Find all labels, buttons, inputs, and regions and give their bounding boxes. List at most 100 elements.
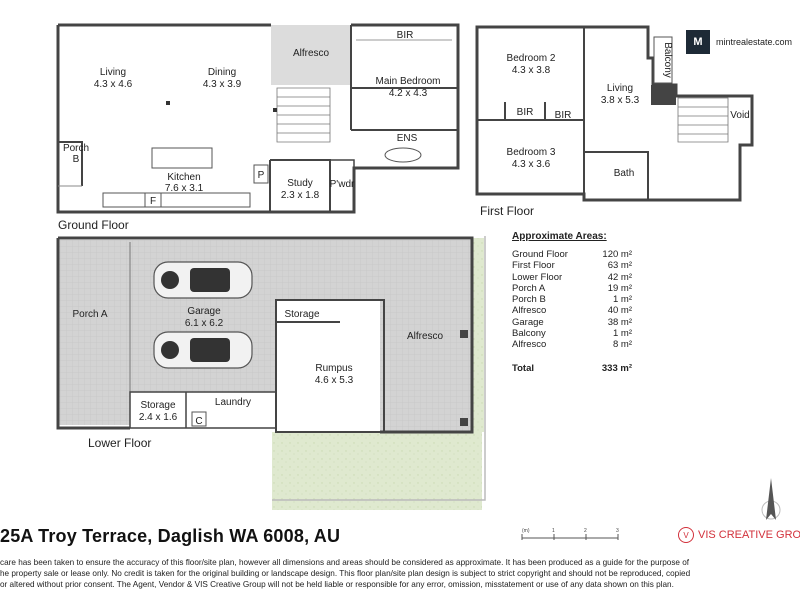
- ground-floor-plan: [56, 23, 460, 214]
- living-ff-dims: 3.8 x 5.3: [601, 95, 640, 106]
- room-labels: Living 4.3 x 4.6 Dining 4.3 x 3.9 Alfres…: [58, 30, 750, 450]
- cupboard-box: [191, 411, 207, 427]
- garage-label: Garage: [187, 306, 221, 317]
- rumpus-label: Rumpus: [315, 363, 352, 374]
- north-arrow-icon: [761, 478, 781, 520]
- alfresco-lf-paving: [380, 240, 472, 432]
- column-4: [460, 418, 468, 426]
- kitchen-island: [151, 147, 213, 169]
- balcony-label: Balcony: [662, 42, 673, 78]
- balcony-box: [653, 36, 673, 84]
- alfresco-lf-label: Alfresco: [407, 331, 444, 342]
- fridge-label: F: [150, 196, 156, 207]
- alfresco-gf-deck: [271, 25, 351, 85]
- void-label: Void: [730, 110, 749, 121]
- stair-gf: [276, 87, 331, 143]
- fridge-box: [144, 192, 162, 208]
- column-1: [166, 101, 170, 105]
- bir-main-label: BIR: [397, 30, 414, 41]
- scale-unit: (m): [522, 528, 530, 534]
- living-ff-label: Living: [607, 83, 633, 94]
- main-bedroom-dims: 4.2 x 4.3: [389, 88, 428, 99]
- living-gf-label: Living: [100, 67, 126, 78]
- living-gf-dims: 4.3 x 4.6: [94, 79, 133, 90]
- kitchen-dims: 7.6 x 3.1: [165, 183, 204, 194]
- porch-b-suffix: B: [73, 154, 80, 165]
- bath-label: Bath: [614, 168, 635, 179]
- ground-floor-outline: [56, 23, 460, 214]
- bir-b3-label: BIR: [555, 110, 572, 121]
- column-3: [460, 330, 468, 338]
- laundry-walls: [129, 391, 277, 429]
- vis-logo-icon: V: [678, 527, 694, 543]
- porch-a-paving: [58, 240, 130, 425]
- kitchen-label: Kitchen: [167, 172, 200, 183]
- porch-b-wall: [58, 141, 83, 186]
- agency-logo-icon: M: [686, 30, 710, 54]
- areas-heading: Approximate Areas:: [512, 231, 607, 242]
- alfresco-gf-label: Alfresco: [293, 48, 330, 59]
- first-floor-label: First Floor: [480, 204, 534, 218]
- lawn-side: [472, 238, 484, 432]
- porch-a-label: Porch A: [72, 309, 107, 320]
- bedroom-wall-gf: [350, 25, 458, 131]
- lawn: [272, 432, 482, 510]
- lower-floor-label: Lower Floor: [88, 436, 151, 450]
- disclaimer-line: he property sale or lease only. No credi…: [0, 569, 691, 578]
- column-2: [273, 108, 277, 112]
- lower-floor-plan: [56, 236, 486, 510]
- property-address: 25A Troy Terrace, Daglish WA 6008, AU: [0, 526, 341, 546]
- disclaimer-line: care has been taken to ensure the accura…: [0, 558, 690, 567]
- scale-tick-1: 1: [552, 528, 555, 534]
- bedroom3-dims: 4.3 x 3.6: [512, 159, 551, 170]
- powder-label: P'wdr: [330, 179, 355, 190]
- cupboard-label: C: [195, 416, 202, 427]
- car-2: [153, 331, 253, 369]
- first-floor-plan: [475, 25, 754, 202]
- car-1: [153, 261, 253, 299]
- storage-lower-dims: 2.4 x 1.6: [139, 412, 178, 423]
- bedroom-walls-ff: [477, 27, 649, 200]
- porch-b-label: Porch: [63, 143, 89, 154]
- agency-brand: M mintrealestate.com: [686, 30, 792, 54]
- pantry-label: P: [258, 170, 265, 181]
- bath-tub-gf: [384, 147, 422, 163]
- dining-dims: 4.3 x 3.9: [203, 79, 242, 90]
- stair-ff: [677, 97, 729, 143]
- dining-label: Dining: [208, 67, 236, 78]
- disclaimer: care has been taken to ensure the accura…: [0, 557, 800, 590]
- scale-tick-3: 3: [616, 528, 619, 534]
- disclaimer-line: or altered without prior consent. The Ag…: [0, 580, 674, 589]
- bedroom2-dims: 4.3 x 3.8: [512, 65, 551, 76]
- fence: [272, 236, 486, 501]
- ens-label: ENS: [397, 133, 418, 144]
- garage-dims: 6.1 x 6.2: [185, 318, 224, 329]
- vis-name: VIS CREATIVE GROUP: [698, 529, 800, 541]
- study-dims: 2.3 x 1.8: [281, 190, 320, 201]
- bedroom2-label: Bedroom 2: [507, 53, 556, 64]
- vis-brand: V VIS CREATIVE GROUP: [678, 527, 800, 543]
- study-label: Study: [287, 178, 313, 189]
- bir-b2-label: BIR: [517, 107, 534, 118]
- bedroom3-label: Bedroom 3: [507, 147, 556, 158]
- pantry-box: [253, 164, 269, 184]
- ground-floor-label: Ground Floor: [58, 218, 129, 232]
- stair-void-block: [651, 85, 676, 105]
- powder-wall: [330, 159, 355, 212]
- scale-tick-2: 2: [584, 528, 587, 534]
- storage-lower-label: Storage: [140, 400, 175, 411]
- rumpus-walls: [275, 299, 385, 433]
- scale-bar: (m) 1 2 3: [521, 528, 619, 540]
